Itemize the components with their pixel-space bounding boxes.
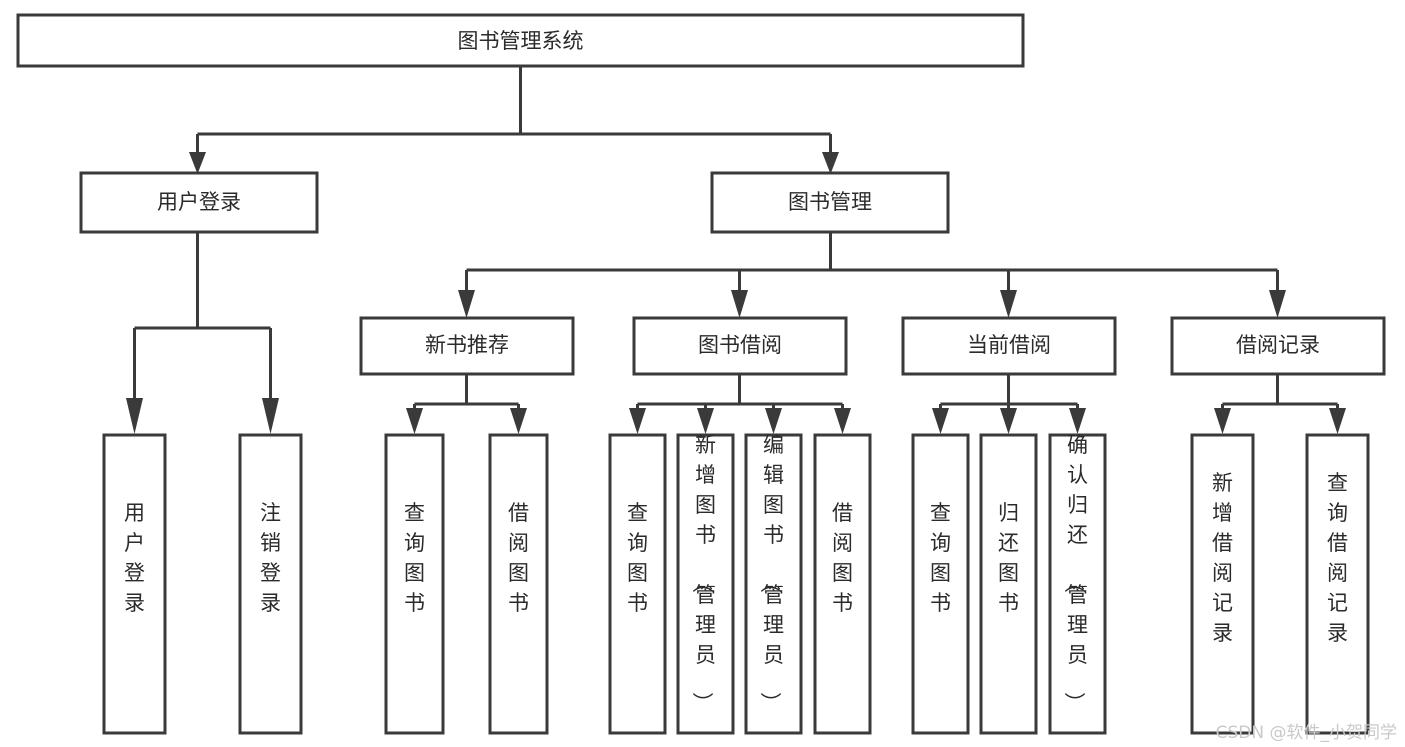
node-leaf-add-record-label: 新增借阅记录 [1212,471,1233,645]
arrow-to-leaf-query-book-2 [629,408,646,434]
node-new-book-recommend-label: 新书推荐 [425,333,509,357]
connectors-book-borrow [629,374,851,434]
node-leaf-add-book-box[interactable] [676,433,735,735]
node-leaf-query-book-3-box[interactable] [911,433,970,735]
node-leaf-borrow-book-1[interactable]: 借阅图书 [488,433,549,735]
node-new-book-recommend[interactable]: 新书推荐 [359,316,575,376]
node-leaf-user-login-box[interactable] [102,433,167,735]
arrow-to-leaf-borrow-book-2 [834,408,851,434]
node-book-management-box[interactable] [710,171,950,234]
node-root-label: 图书管理系统 [458,29,584,53]
arrow-to-user-login [189,152,206,174]
node-leaf-query-record-label: 查询借阅记录 [1327,471,1348,645]
node-root[interactable]: 图书管理系统 [16,13,1025,68]
node-leaf-confirm-return-box[interactable] [1048,433,1107,735]
arrow-to-leaf-user-login [126,398,143,434]
node-leaf-borrow-book-2[interactable]: 借阅图书 [813,433,872,735]
connectors-current-borrow [932,374,1086,434]
connectors-user-login [126,232,279,434]
arrow-to-leaf-add-record [1214,408,1231,434]
node-current-borrow-label: 当前借阅 [967,333,1051,357]
node-leaf-query-book-2[interactable]: 查询图书 [608,433,667,735]
arrow-to-leaf-query-book-1 [406,408,423,434]
node-leaf-confirm-return-label: 确认归还（管理员） [1062,433,1088,713]
node-user-login[interactable]: 用户登录 [79,171,319,234]
node-leaf-add-book-label: 新增图书（管理员） [690,433,716,713]
connectors-book-management [458,232,1286,318]
node-book-borrow-box[interactable] [632,316,848,376]
node-leaf-user-login-label: 用户登录 [124,501,145,615]
node-root-box[interactable] [16,13,1025,68]
node-leaf-edit-book-box[interactable] [744,433,803,735]
connectors-new-book-recommend [406,374,527,434]
node-leaf-query-book-1-box[interactable] [384,433,445,735]
node-borrow-record-box[interactable] [1170,316,1386,376]
node-leaf-add-book[interactable]: 新增图书（管理员） [676,433,735,735]
node-leaf-add-record[interactable]: 新增借阅记录 [1190,433,1255,735]
node-leaf-query-book-2-box[interactable] [608,433,667,735]
node-user-login-box[interactable] [79,171,319,234]
arrow-to-leaf-borrow-book-1 [510,408,527,434]
node-leaf-borrow-book-2-box[interactable] [813,433,872,735]
node-leaf-query-book-3-label: 查询图书 [930,501,951,615]
node-leaf-query-book-1[interactable]: 查询图书 [384,433,445,735]
node-book-management[interactable]: 图书管理 [710,171,950,234]
node-leaf-logout-box[interactable] [238,433,303,735]
arrow-to-new-book-recommend [458,290,475,318]
arrow-to-leaf-add-book [697,408,714,434]
arrow-to-leaf-return-book [1000,408,1017,434]
arrow-to-borrow-record [1269,290,1286,318]
node-leaf-query-book-1-label: 查询图书 [404,501,425,615]
node-current-borrow-box[interactable] [901,316,1117,376]
node-leaf-query-record[interactable]: 查询借阅记录 [1305,433,1370,735]
arrow-to-leaf-query-record [1329,408,1346,434]
node-leaf-confirm-return[interactable]: 确认归还（管理员） [1048,433,1107,735]
node-user-login-label: 用户登录 [157,190,241,214]
node-new-book-recommend-box[interactable] [359,316,575,376]
node-leaf-borrow-book-2-label: 借阅图书 [832,501,853,615]
node-leaf-query-book-3[interactable]: 查询图书 [911,433,970,735]
arrow-to-book-management [822,152,839,174]
node-leaf-return-book-label: 归还图书 [998,501,1019,615]
node-leaf-logout-label: 注销登录 [260,501,281,615]
node-leaf-borrow-book-1-box[interactable] [488,433,549,735]
node-book-borrow-label: 图书借阅 [698,333,782,357]
node-book-management-label: 图书管理 [788,190,872,214]
node-leaf-query-record-box[interactable] [1305,433,1370,735]
arrow-to-leaf-confirm-return [1069,408,1086,434]
node-leaf-borrow-book-1-label: 借阅图书 [508,501,529,615]
node-leaf-logout[interactable]: 注销登录 [238,433,303,735]
arrow-to-book-borrow [731,290,748,318]
node-leaf-user-login[interactable]: 用户登录 [102,433,167,735]
connectors-root [189,66,839,174]
connectors-borrow-record [1214,374,1346,434]
arrow-to-leaf-query-book-3 [932,408,949,434]
arrow-to-current-borrow [1000,290,1017,318]
node-leaf-return-book-box[interactable] [979,433,1038,735]
node-borrow-record[interactable]: 借阅记录 [1170,316,1386,376]
arrow-to-leaf-logout [262,398,279,434]
node-current-borrow[interactable]: 当前借阅 [901,316,1117,376]
node-book-borrow[interactable]: 图书借阅 [632,316,848,376]
node-leaf-query-book-2-label: 查询图书 [627,501,648,615]
node-leaf-edit-book-label: 编辑图书（管理员） [758,433,784,713]
arrow-to-leaf-edit-book [765,408,782,434]
node-leaf-edit-book[interactable]: 编辑图书（管理员） [744,433,803,735]
node-leaf-return-book[interactable]: 归还图书 [979,433,1038,735]
node-borrow-record-label: 借阅记录 [1236,333,1320,357]
node-leaf-add-record-box[interactable] [1190,433,1255,735]
